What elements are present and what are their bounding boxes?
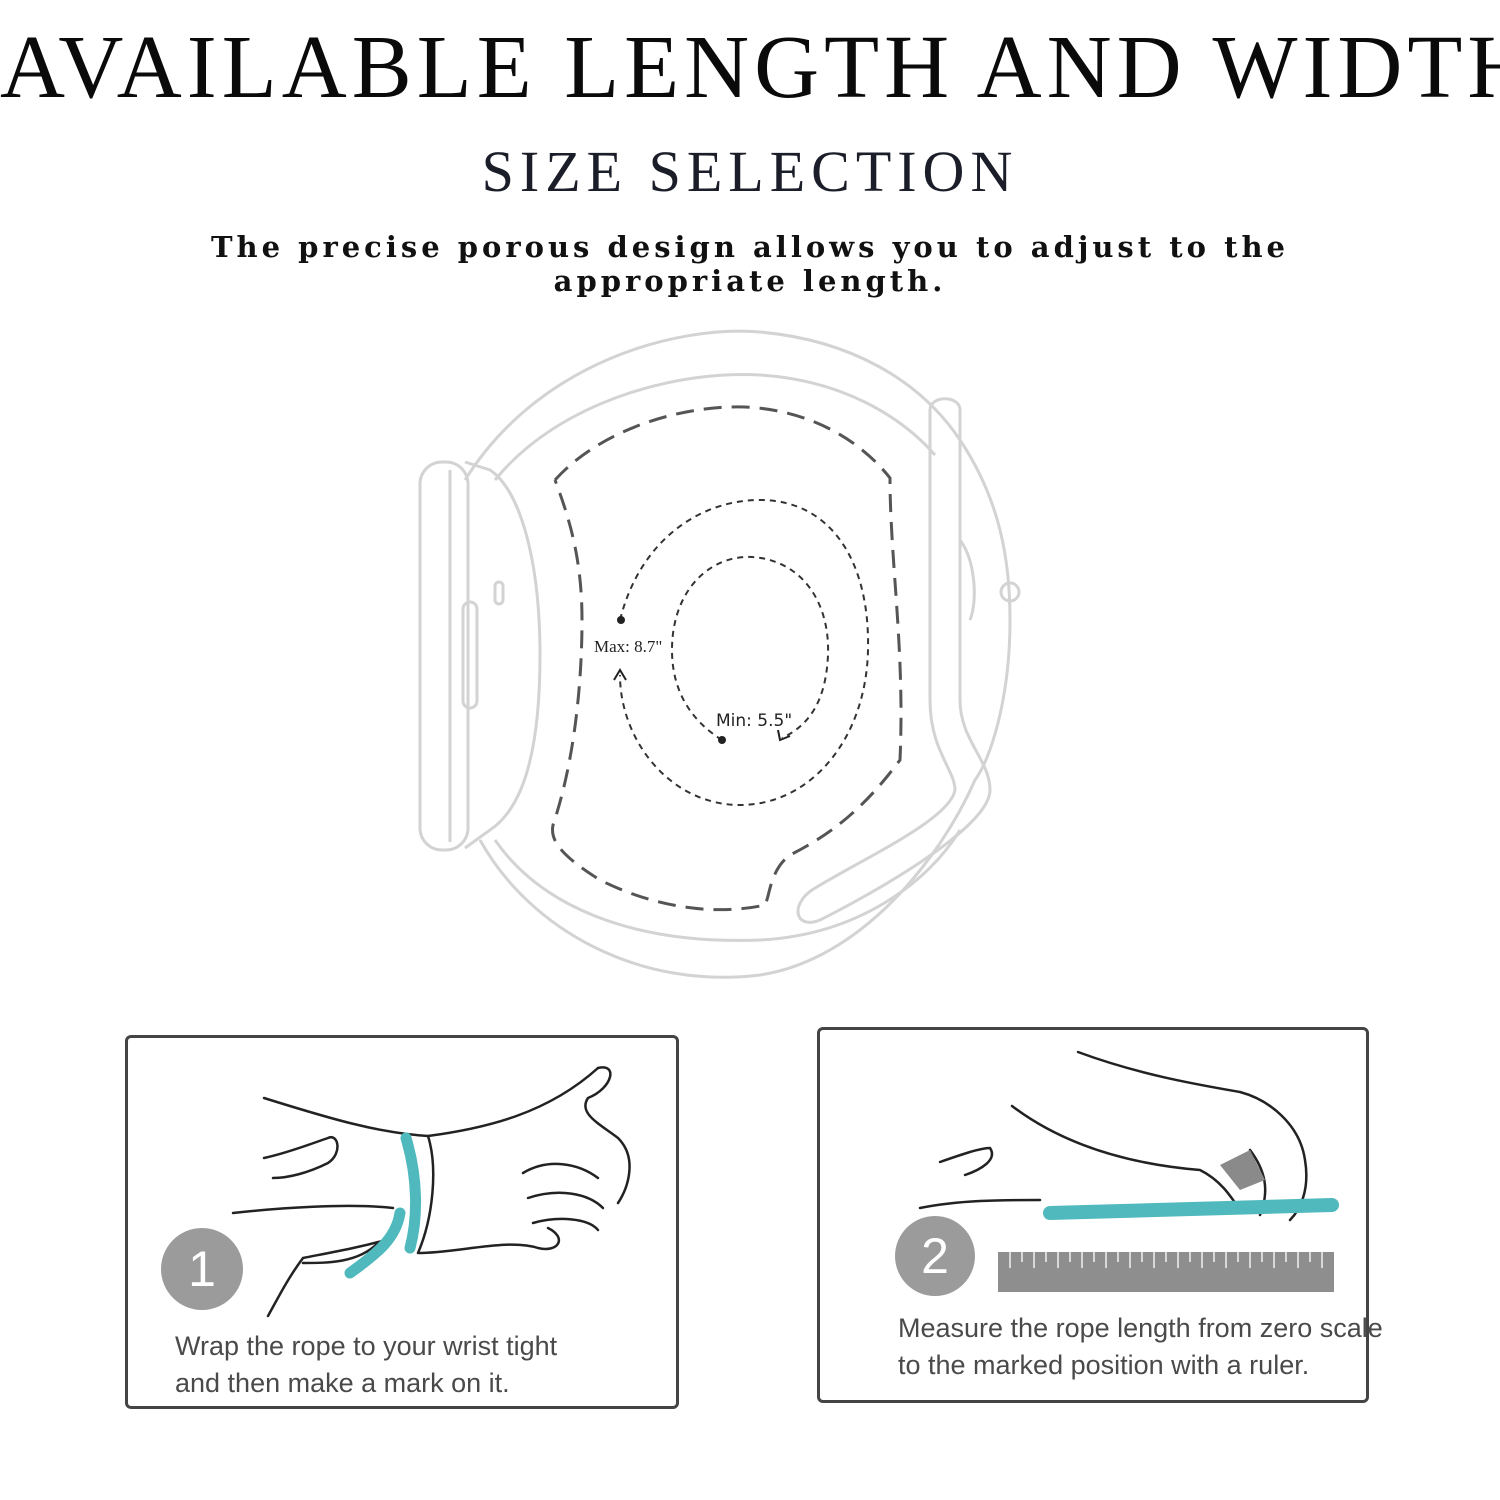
band-size-diagram: Max: 8.7" Min: 5.5": [418, 329, 1021, 979]
page-subtitle: SIZE SELECTION: [481, 139, 1019, 204]
page-title: AVAILABLE LENGTH AND WIDTH: [0, 18, 1500, 117]
step-2-panel: 2 Measure the rope length from zero scal…: [817, 1027, 1383, 1403]
band-outer-outline: [463, 329, 1012, 979]
band-inner-outline: [493, 372, 937, 481]
step-1-line-2: and then make a mark on it.: [175, 1368, 510, 1398]
step-1-text: Wrap the rope to your wrist tight and th…: [175, 1328, 557, 1402]
step-number-2: 2: [895, 1216, 975, 1296]
band-tail: [796, 397, 992, 924]
step-number-1: 1: [161, 1228, 243, 1310]
min-arc: [670, 555, 830, 741]
watch-case: [464, 460, 542, 850]
description-text: The precise porous design allows you to …: [210, 230, 1290, 298]
step-2-line-1: Measure the rope length from zero scale: [898, 1313, 1383, 1343]
step-1-line-1: Wrap the rope to your wrist tight: [175, 1331, 558, 1361]
ruler-measure-illustration: [918, 1050, 1339, 1292]
step-2-line-2: to the marked position with a ruler.: [898, 1350, 1310, 1380]
step-1-panel: 1 Wrap the rope to your wrist tight and …: [125, 1035, 679, 1409]
min-length-label: Min: 5.5": [716, 711, 792, 731]
max-arc: [619, 498, 870, 807]
wrist-wrap-illustration: [231, 1066, 631, 1318]
max-dashed-outline: [551, 405, 903, 912]
max-length-label: Max: 8.7": [594, 637, 662, 656]
step-2-text: Measure the rope length from zero scale …: [898, 1310, 1383, 1384]
